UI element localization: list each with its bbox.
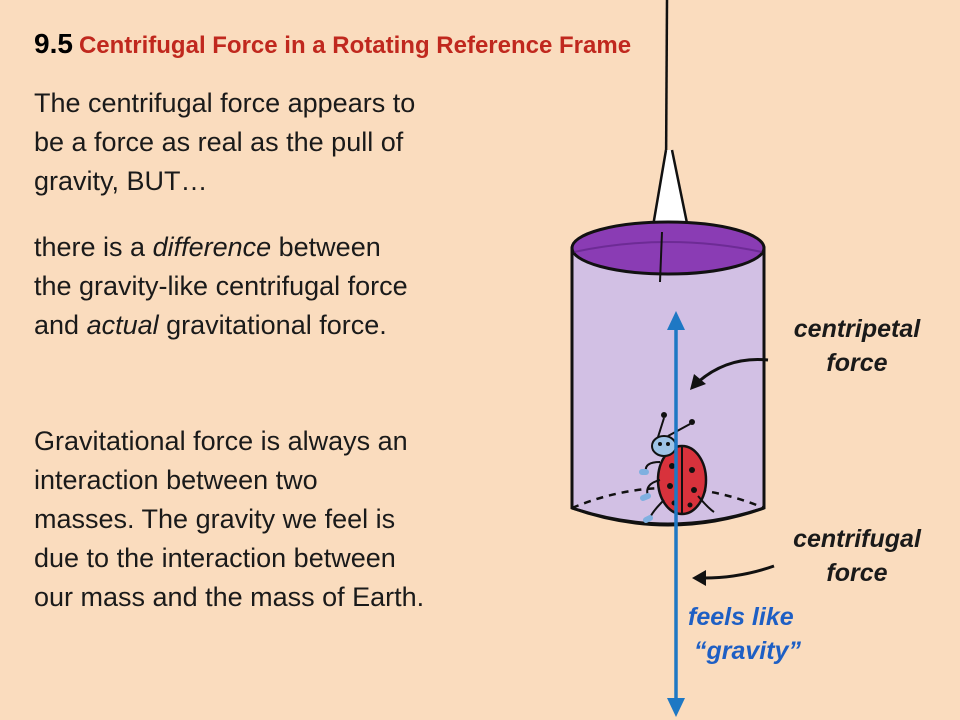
ladybug-icon	[639, 412, 715, 523]
text-run: there is a	[34, 232, 153, 262]
label-line: force	[826, 559, 888, 587]
text-run: and	[34, 310, 87, 340]
centripetal-arrow	[697, 357, 769, 384]
text-line: gravity, BUT…	[34, 166, 208, 196]
string-line	[664, 0, 669, 173]
text-run: between	[271, 232, 381, 262]
label-line: “gravity”	[694, 637, 801, 665]
text-line: due to the interaction between	[34, 543, 396, 573]
text-line: Gravitational force is always an	[34, 426, 408, 456]
can-opening	[570, 220, 766, 276]
paragraph-gravity: Gravitational force is always an interac…	[34, 422, 424, 617]
text-line: the gravity-like centrifugal force	[34, 271, 408, 301]
text-line: The centrifugal force appears to	[34, 88, 416, 118]
label-centripetal-force: centripetal force	[772, 312, 942, 380]
text-line: and actual gravitational force.	[34, 306, 408, 345]
emphasis-actual: actual	[86, 310, 159, 340]
label-line: centripetal	[793, 315, 921, 343]
label-centrifugal-force: centrifugal force	[772, 522, 942, 590]
text-run: gravitational force.	[158, 310, 387, 340]
text-line: interaction between two	[34, 465, 318, 495]
paragraph-difference: there is a difference between the gravit…	[34, 228, 408, 345]
can-bottom-dashed	[571, 486, 765, 510]
label-feels-like-gravity: feels like “gravity”	[688, 600, 838, 668]
label-line: force	[826, 349, 888, 377]
paragraph-intro: The centrifugal force appears to be a fo…	[34, 84, 415, 201]
label-line: feels like	[688, 603, 794, 631]
text-line: there is a difference between	[34, 228, 408, 267]
section-title: Centrifugal Force in a Rotating Referenc…	[78, 32, 632, 59]
section-number: 9.5	[34, 28, 73, 59]
centrifugal-arrow	[703, 564, 775, 580]
text-line: our mass and the mass of Earth.	[34, 582, 425, 612]
emphasis-difference: difference	[152, 232, 272, 262]
text-line: be a force as real as the pull of	[34, 127, 404, 157]
label-line: centrifugal	[793, 525, 921, 553]
text-line: masses. The gravity we feel is	[34, 504, 396, 534]
vertical-double-arrow-icon	[667, 311, 685, 717]
